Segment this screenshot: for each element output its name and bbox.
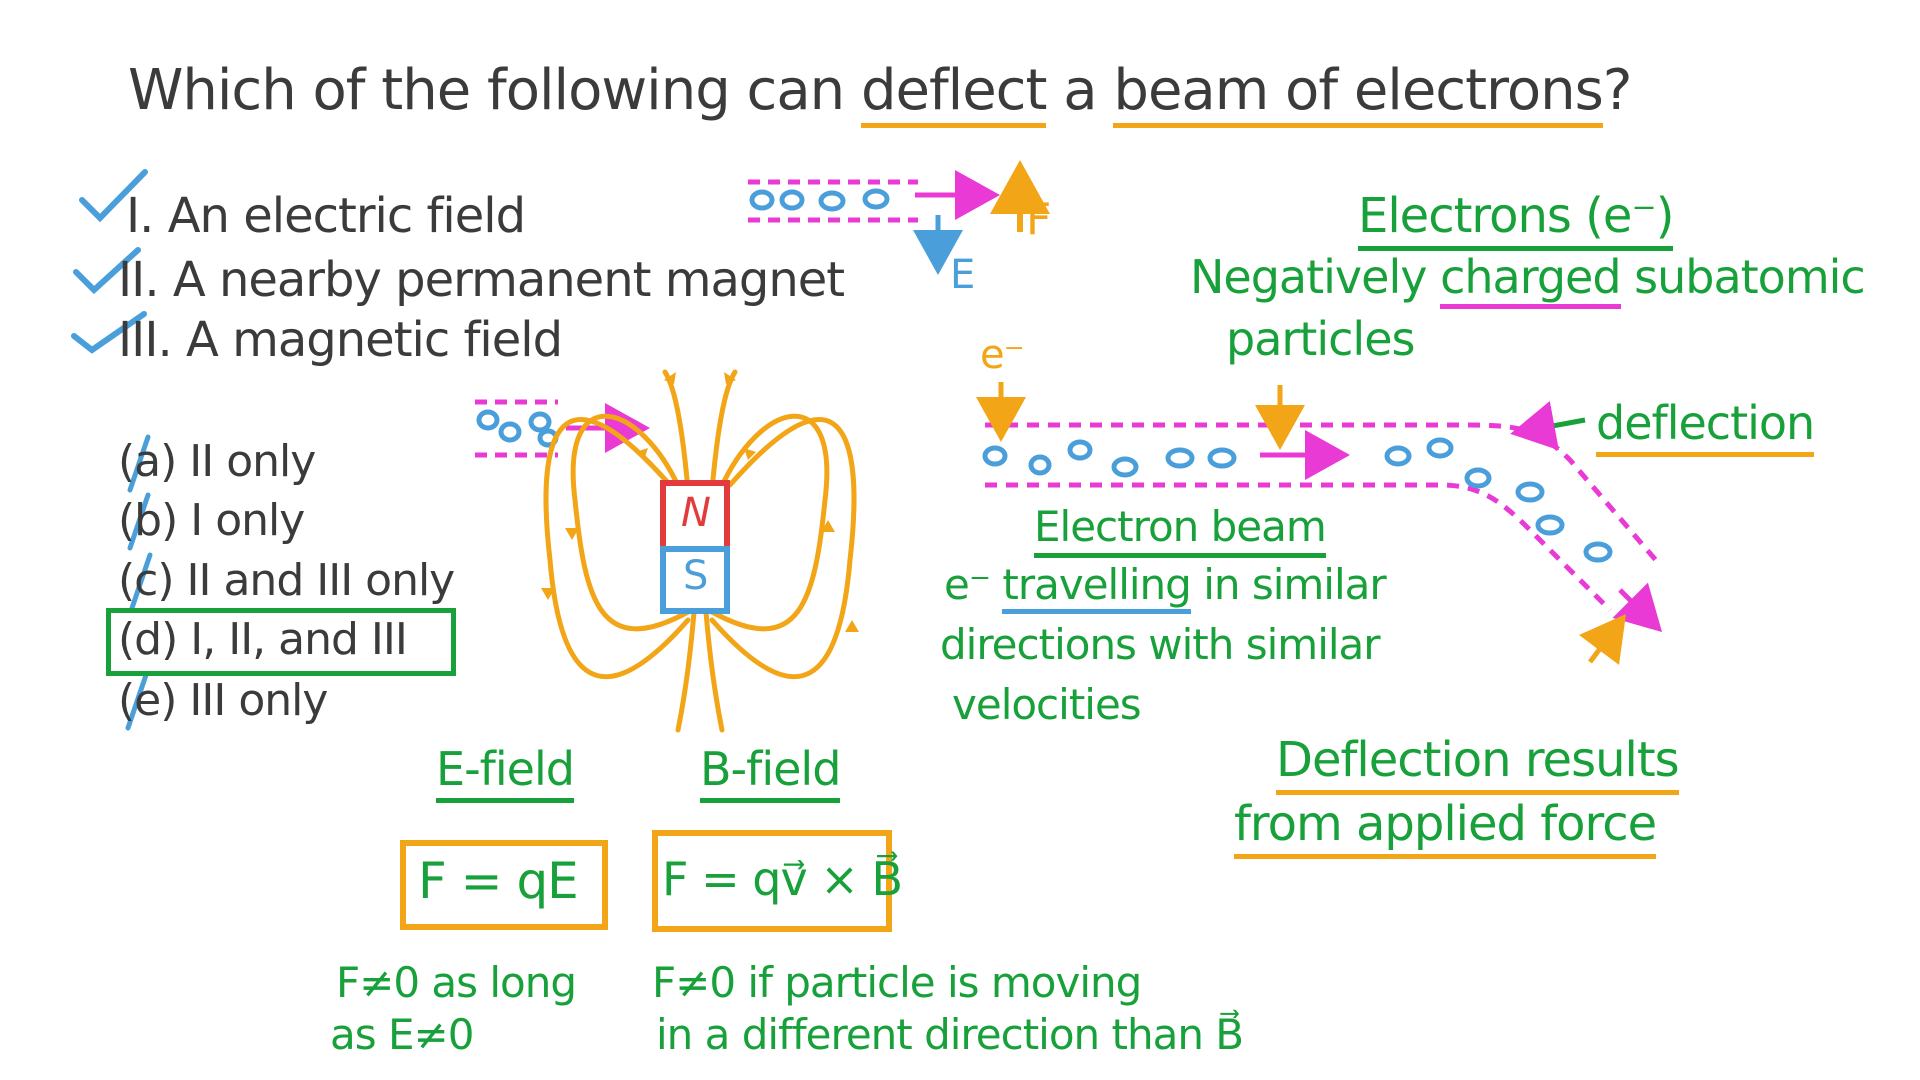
electrons-def-negatively: Negatively — [1190, 250, 1427, 304]
option-d[interactable]: (d) I, II, and III — [118, 614, 408, 665]
cross-option-c — [129, 552, 153, 611]
efield-note-line-1: F≠0 as long — [336, 958, 577, 1007]
magnet-beam — [475, 399, 650, 458]
question-mark: ? — [1602, 58, 1633, 123]
beam-heading: Electron beam — [1034, 502, 1327, 558]
efield-heading: E-field — [436, 742, 575, 803]
cross-option-b — [127, 492, 151, 551]
deflection-label: deflection — [1596, 396, 1815, 457]
electrons-def-subatomic: subatomic — [1634, 250, 1866, 304]
option-c-text: II and III only — [186, 555, 456, 606]
beam-def-in-similar: in similar — [1203, 560, 1386, 609]
bfield-formula-box — [652, 830, 892, 932]
check-icon-statement-2 — [73, 247, 141, 295]
question-word-a: a — [1063, 58, 1097, 123]
option-c-letter: (c) — [118, 555, 175, 606]
option-a[interactable]: (a) II only — [118, 436, 316, 487]
statement-2-num: II. — [118, 252, 160, 308]
bfield-note-line-2: in a different direction than B⃗ — [656, 1010, 1244, 1059]
statement-3-num: III. — [118, 312, 173, 368]
option-e-letter: (e) — [118, 675, 177, 726]
question-word-deflect: deflect — [860, 58, 1047, 128]
option-a-text: II only — [189, 436, 316, 487]
question-phrase-beam: beam of electrons — [1113, 58, 1604, 128]
electron-label: e⁻ — [980, 332, 1025, 378]
small-beam-diagram — [748, 160, 1050, 275]
beam-def-e: e⁻ — [944, 560, 991, 609]
bfield-formula: F = qv⃗ × B⃗ — [662, 852, 903, 906]
beam-def-line-2: directions with similar — [940, 620, 1381, 669]
beam-def-line-1: e⁻ travelling in similar — [944, 560, 1387, 614]
option-b-letter: (b) — [118, 495, 178, 546]
magnet-north-label: N — [681, 490, 711, 536]
statement-1-text: An electric field — [167, 188, 526, 244]
force-label: F — [1026, 194, 1051, 245]
electrons-def-charged: charged — [1440, 250, 1622, 309]
magnet-south-label: S — [683, 553, 708, 599]
question-title: Which of the following can deflect a bea… — [128, 58, 1633, 128]
check-icon-statement-3 — [71, 311, 147, 354]
statement-1: I. An electric field — [126, 188, 526, 244]
magnetic-field-lines — [543, 369, 857, 733]
beam-def-line-3: velocities — [952, 680, 1142, 729]
option-e[interactable]: (e) III only — [118, 675, 328, 726]
beam-def-travelling: travelling — [1002, 560, 1192, 614]
cross-option-e — [125, 672, 149, 731]
statement-2: II. A nearby permanent magnet — [118, 252, 845, 308]
option-d-text: I, II, and III — [190, 614, 408, 665]
option-a-letter: (a) — [118, 436, 177, 487]
statement-2-text: A nearby permanent magnet — [172, 252, 845, 308]
bfield-heading: B-field — [700, 742, 841, 803]
electrons-heading: Electrons (e⁻) — [1358, 188, 1674, 251]
statement-1-num: I. — [126, 188, 154, 244]
cross-option-a — [127, 434, 151, 493]
large-beam-diagram — [976, 382, 1663, 665]
statement-3-text: A magnetic field — [186, 312, 563, 368]
efield-note-line-2: as E≠0 — [330, 1010, 474, 1059]
question-prefix: Which of the following can — [128, 58, 845, 123]
bfield-note-line-1: F≠0 if particle is moving — [652, 958, 1142, 1007]
efield-formula: F = qE — [418, 852, 579, 910]
electrons-def-line-1: Negatively charged subatomic — [1190, 250, 1866, 309]
option-c[interactable]: (c) II and III only — [118, 555, 456, 606]
option-d-letter: (d) — [118, 614, 178, 665]
deflection-result-line-1: Deflection results — [1276, 732, 1680, 795]
check-icon-statement-1 — [79, 169, 148, 223]
option-e-text: III only — [189, 675, 328, 726]
option-b[interactable]: (b) I only — [118, 495, 305, 546]
bar-magnet — [660, 480, 730, 614]
correct-answer-box — [106, 608, 456, 676]
option-b-text: I only — [190, 495, 305, 546]
electrons-def-line-2: particles — [1226, 312, 1415, 366]
deflection-result-line-2: from applied force — [1234, 796, 1657, 859]
statement-3: III. A magnetic field — [118, 312, 563, 368]
field-label: E — [950, 252, 975, 298]
efield-formula-box — [400, 840, 608, 930]
